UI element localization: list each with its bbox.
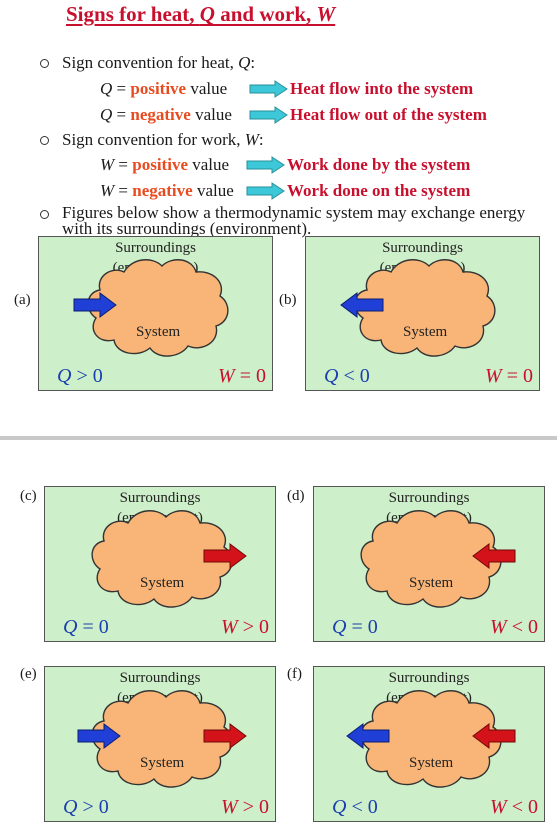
panel-label: (b) bbox=[279, 292, 297, 308]
panel-label: (e) bbox=[20, 666, 37, 682]
heat-arrow-icon bbox=[77, 723, 121, 749]
panel-e: Surroundings (environment) System Q > 0 … bbox=[44, 666, 276, 822]
figures-note-line1: Figures below show a thermodynamic syste… bbox=[62, 203, 526, 222]
panel-label: (f) bbox=[287, 666, 302, 682]
panel-label: (a) bbox=[14, 292, 31, 308]
teal-arrow-icon bbox=[246, 182, 285, 200]
panel-a: Surroundings (environment) System Q > 0 … bbox=[38, 236, 273, 391]
system-label: System bbox=[409, 755, 454, 771]
heat-arrow-icon bbox=[340, 292, 384, 318]
work-sign-label: W = 0 bbox=[485, 365, 533, 387]
teal-arrow-icon bbox=[246, 156, 285, 174]
panel-d: Surroundings (environment) System Q = 0 … bbox=[313, 486, 545, 642]
heat-arrow-icon bbox=[73, 292, 117, 318]
work-sign-label: W > 0 bbox=[221, 616, 269, 638]
panel-f: Surroundings (environment) System Q < 0 … bbox=[313, 666, 545, 822]
heat-row-positive: Q = positive value bbox=[100, 79, 228, 98]
caption-surroundings: Surroundings bbox=[388, 670, 470, 686]
panel-label: (d) bbox=[287, 488, 305, 504]
panel-c: Surroundings (environment) System Q = 0 … bbox=[44, 486, 276, 642]
heat-row-negative: Q = negative value bbox=[100, 105, 232, 124]
system-cloud bbox=[91, 510, 233, 608]
work-row-negative: W = negative value bbox=[100, 181, 234, 200]
teal-arrow-icon bbox=[249, 106, 288, 124]
system-label: System bbox=[140, 575, 185, 591]
panel-label: (c) bbox=[20, 488, 37, 504]
heat-arrow-icon bbox=[346, 723, 390, 749]
work-sign-label: W > 0 bbox=[221, 796, 269, 818]
work-arrow-icon bbox=[203, 543, 247, 569]
work-sign-label: W < 0 bbox=[490, 616, 538, 638]
figures-note-line2: with its surroundings (environment). bbox=[62, 219, 312, 238]
system-label: System bbox=[136, 324, 181, 340]
caption-surroundings: Surroundings bbox=[382, 240, 463, 256]
section-divider bbox=[0, 436, 557, 440]
heat-sign-label: Q < 0 bbox=[332, 796, 378, 818]
heat-result-positive: Heat flow into the system bbox=[290, 79, 474, 98]
caption-surroundings: Surroundings bbox=[119, 670, 201, 686]
system-cloud bbox=[360, 510, 502, 608]
heat-result-negative: Heat flow out of the system bbox=[290, 105, 487, 124]
caption-surroundings: Surroundings bbox=[388, 490, 470, 506]
system-label: System bbox=[409, 575, 454, 591]
system-label: System bbox=[403, 324, 448, 340]
work-sign-label: W < 0 bbox=[490, 796, 538, 818]
work-result-positive: Work done by the system bbox=[287, 155, 471, 174]
page-title: Signs for heat, Q and work, W bbox=[66, 2, 336, 26]
work-arrow-icon bbox=[472, 543, 516, 569]
bullet-work bbox=[40, 136, 49, 145]
work-intro: Sign convention for work, W: bbox=[62, 130, 264, 149]
caption-surroundings: Surroundings bbox=[115, 240, 196, 256]
heat-intro: Sign convention for heat, Q: bbox=[62, 53, 256, 72]
heat-sign-label: Q > 0 bbox=[63, 796, 109, 818]
work-arrow-icon bbox=[472, 723, 516, 749]
system-label: System bbox=[140, 755, 185, 771]
caption-surroundings: Surroundings bbox=[119, 490, 201, 506]
heat-sign-label: Q > 0 bbox=[57, 365, 103, 387]
panel-b: Surroundings (environment) System Q < 0 … bbox=[305, 236, 540, 391]
heat-sign-label: Q < 0 bbox=[324, 365, 370, 387]
teal-arrow-icon bbox=[249, 80, 288, 98]
work-sign-label: W = 0 bbox=[218, 365, 266, 387]
bullet-heat bbox=[40, 59, 49, 68]
bullet-figures bbox=[40, 210, 49, 219]
heat-sign-label: Q = 0 bbox=[63, 616, 109, 638]
work-result-negative: Work done on the system bbox=[287, 181, 471, 200]
work-arrow-icon bbox=[203, 723, 247, 749]
work-row-positive: W = positive value bbox=[100, 155, 230, 174]
heat-sign-label: Q = 0 bbox=[332, 616, 378, 638]
